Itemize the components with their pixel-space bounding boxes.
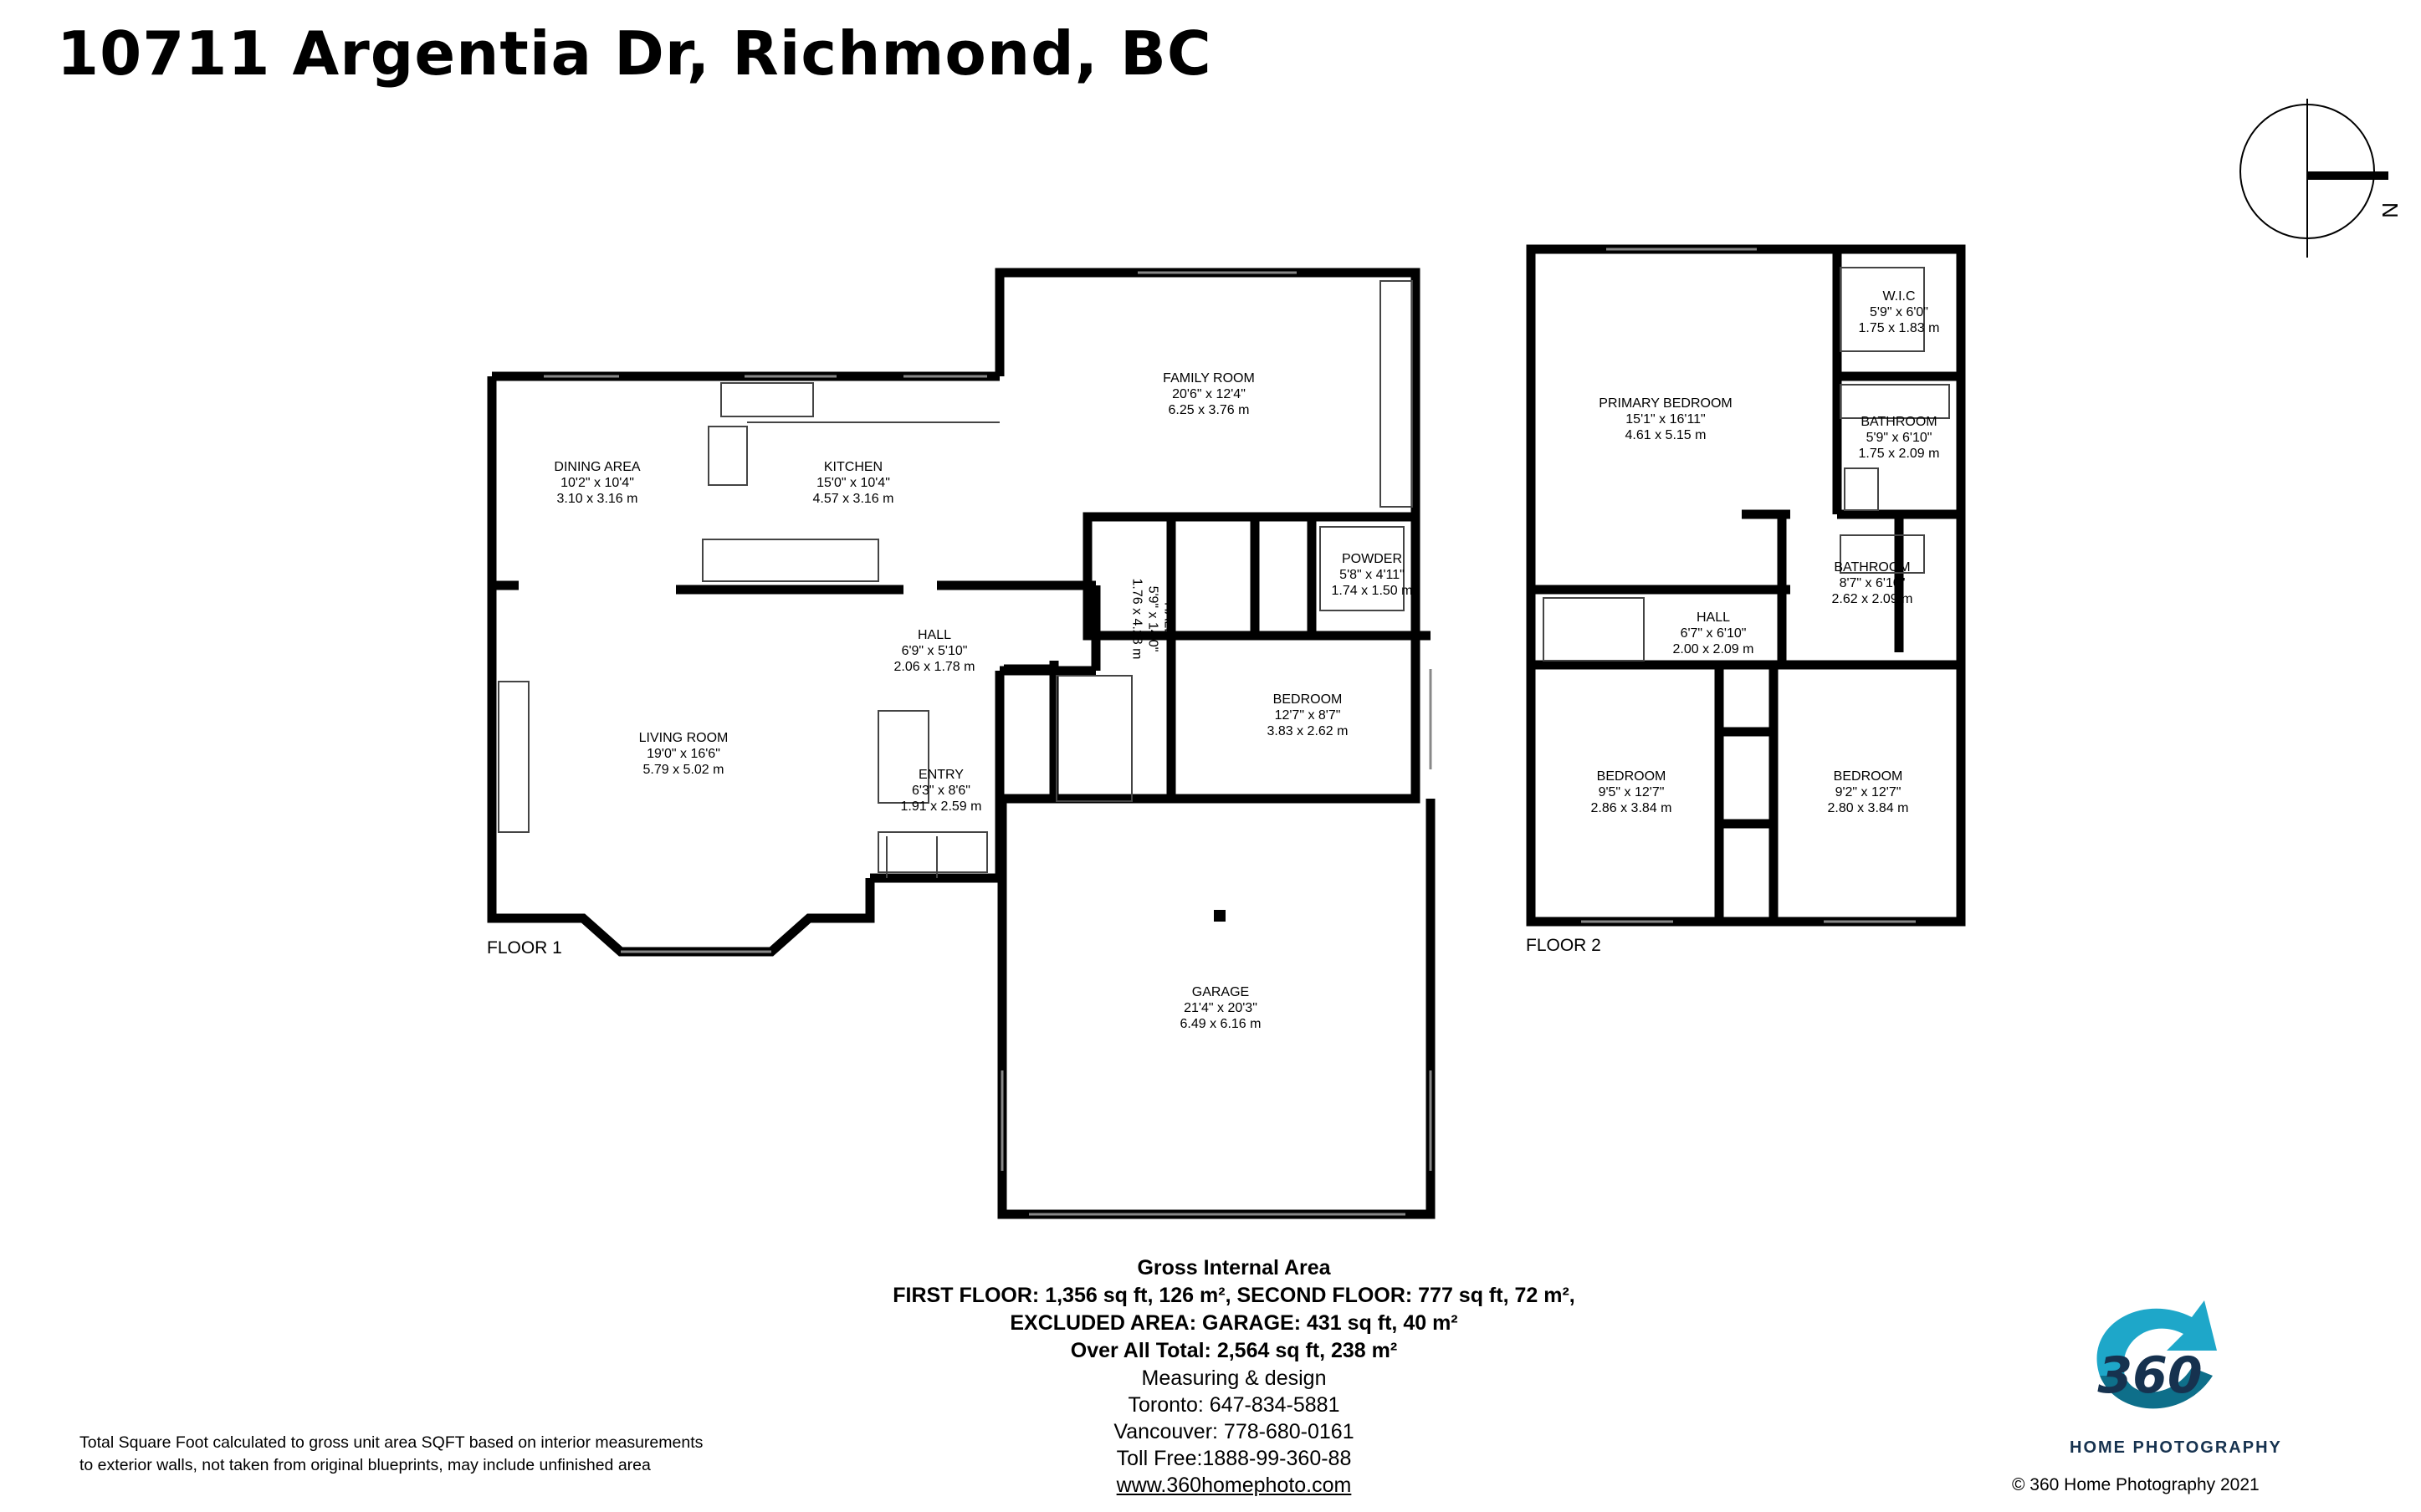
room-metric: 4.61 x 5.15 m <box>1625 428 1707 442</box>
room-bathroom-1: BATHROOM 5'9" x 6'10" 1.75 x 2.09 m <box>1859 414 1940 462</box>
floor1-fixtures <box>498 280 1413 878</box>
room-name: FAMILY ROOM <box>1163 371 1255 386</box>
room-name: HALL <box>917 628 952 642</box>
area-total: Over All Total: 2,564 sq ft, 238 m² <box>1070 1339 1398 1362</box>
room-metric: 1.76 x 4.28 m <box>1129 578 1144 660</box>
room-name: BEDROOM <box>1272 692 1343 707</box>
room-metric: 6.49 x 6.16 m <box>1180 1017 1262 1031</box>
phone-vancouver: Vancouver: 778-680-0161 <box>1113 1420 1354 1443</box>
room-primary-bedroom: PRIMARY BEDROOM 15'1" x 16'11" 4.61 x 5.… <box>1599 396 1732 443</box>
floor2-windows <box>1581 248 1916 923</box>
room-bedroom-3: BEDROOM 9'2" x 12'7" 2.80 x 3.84 m <box>1828 769 1909 816</box>
room-metric: 3.83 x 2.62 m <box>1267 724 1349 738</box>
room-imperial: 10'2" x 10'4" <box>560 476 634 490</box>
room-imperial: 21'4" x 20'3" <box>1184 1001 1257 1015</box>
room-metric: 5.79 x 5.02 m <box>642 763 724 777</box>
room-imperial: 8'7" x 6'10" <box>1839 576 1906 590</box>
room-metric: 4.57 x 3.16 m <box>812 492 894 506</box>
area-floors: FIRST FLOOR: 1,356 sq ft, 126 m², SECOND… <box>893 1284 1575 1307</box>
area-excluded: EXCLUDED AREA: GARAGE: 431 sq ft, 40 m² <box>1010 1311 1458 1335</box>
phone-toronto: Toronto: 647-834-5881 <box>1128 1393 1340 1417</box>
room-imperial: 6'3" x 8'6" <box>912 784 970 798</box>
room-powder: POWDER 5'8" x 4'11" 1.74 x 1.50 m <box>1332 551 1413 599</box>
room-metric: 2.00 x 2.09 m <box>1672 642 1754 656</box>
room-name: GARAGE <box>1191 985 1250 999</box>
room-entry: ENTRY 6'3" x 8'6" 1.91 x 2.59 m <box>901 767 982 815</box>
room-wic: W.I.C 5'9" x 6'0" 1.75 x 1.83 m <box>1859 289 1940 336</box>
room-name: DINING AREA <box>554 460 641 474</box>
room-garage: GARAGE 21'4" x 20'3" 6.49 x 6.16 m <box>1180 984 1262 1032</box>
measuring-design: Measuring & design <box>1141 1366 1327 1390</box>
page-title: 10711 Argentia Dr, Richmond, BC <box>57 18 1212 89</box>
room-bedroom-2: BEDROOM 9'5" x 12'7" 2.86 x 3.84 m <box>1591 769 1672 816</box>
compass-icon: N <box>2239 99 2403 258</box>
room-name: PRIMARY BEDROOM <box>1599 396 1733 411</box>
room-name: BATHROOM <box>1861 415 1937 429</box>
room-metric: 1.91 x 2.59 m <box>900 799 982 814</box>
room-name: LIVING ROOM <box>638 731 729 745</box>
phone-toll-free: Toll Free:1888-99-360-88 <box>1116 1447 1352 1470</box>
floor1-walls <box>487 268 1436 1219</box>
room-bathroom-2: BATHROOM 8'7" x 6'10" 2.62 x 2.09 m <box>1832 559 1913 607</box>
company-logo: 360 <box>2096 1300 2217 1409</box>
room-metric: 6.25 x 3.76 m <box>1168 403 1250 417</box>
room-hall-3: HALL 6'7" x 6'10" 2.00 x 2.09 m <box>1673 610 1754 657</box>
room-name: HALL <box>1696 610 1731 625</box>
room-name: HALL <box>1161 601 1176 636</box>
logo-brand-text: HOME PHOTOGRAPHY <box>2070 1438 2282 1457</box>
room-hall-1: HALL 6'9" x 5'10" 2.06 x 1.78 m <box>894 627 975 675</box>
floor2-label: FLOOR 2 <box>1526 936 1601 955</box>
room-imperial: 15'0" x 10'4" <box>816 476 890 490</box>
room-metric: 3.10 x 3.16 m <box>556 492 638 506</box>
room-name: BATHROOM <box>1834 560 1911 575</box>
room-name: KITCHEN <box>823 460 883 474</box>
room-kitchen: KITCHEN 15'0" x 10'4" 4.57 x 3.16 m <box>813 459 894 507</box>
floor1-label: FLOOR 1 <box>487 938 562 958</box>
room-metric: 1.75 x 2.09 m <box>1858 447 1940 461</box>
copyright-text: © 360 Home Photography 2021 <box>2012 1475 2260 1494</box>
room-imperial: 9'2" x 12'7" <box>1835 785 1901 799</box>
room-imperial: 20'6" x 12'4" <box>1172 387 1246 401</box>
room-imperial: 5'8" x 4'11" <box>1339 568 1405 582</box>
room-metric: 2.86 x 3.84 m <box>1590 801 1672 815</box>
room-living-room: LIVING ROOM 19'0" x 16'6" 5.79 x 5.02 m <box>639 730 729 778</box>
floor1-windows <box>544 271 1432 1216</box>
room-name: W.I.C <box>1882 289 1916 304</box>
area-heading: Gross Internal Area <box>1137 1256 1331 1280</box>
room-imperial: 15'1" x 16'11" <box>1625 412 1706 427</box>
room-dining-area: DINING AREA 10'2" x 10'4" 3.10 x 3.16 m <box>554 459 640 507</box>
room-imperial: 19'0" x 16'6" <box>647 747 720 761</box>
room-metric: 2.62 x 2.09 m <box>1831 592 1913 606</box>
website-link[interactable]: www.360homephoto.com <box>1116 1474 1352 1497</box>
room-metric: 1.74 x 1.50 m <box>1331 584 1413 598</box>
room-metric: 1.75 x 1.83 m <box>1858 321 1940 335</box>
compass-north-letter: N <box>2377 202 2403 218</box>
logo-number: 360 <box>2097 1346 2202 1405</box>
room-imperial: 9'5" x 12'7" <box>1598 785 1665 799</box>
room-imperial: 5'9" x 14'0" <box>1145 585 1160 652</box>
gross-internal-area: Gross Internal Area FIRST FLOOR: 1,356 s… <box>893 1254 1574 1499</box>
room-name: BEDROOM <box>1596 769 1666 784</box>
room-hall-2: HALL 5'9" x 14'0" 1.76 x 4.28 m <box>1129 579 1176 660</box>
room-imperial: 12'7" x 8'7" <box>1274 708 1341 723</box>
room-family-room: FAMILY ROOM 20'6" x 12'4" 6.25 x 3.76 m <box>1163 370 1255 418</box>
room-imperial: 5'9" x 6'0" <box>1870 305 1928 319</box>
room-imperial: 6'7" x 6'10" <box>1680 626 1747 641</box>
room-metric: 2.80 x 3.84 m <box>1827 801 1909 815</box>
room-imperial: 6'9" x 5'10" <box>901 644 968 658</box>
room-metric: 2.06 x 1.78 m <box>893 660 975 674</box>
room-name: POWDER <box>1341 552 1402 566</box>
room-name: BEDROOM <box>1833 769 1903 784</box>
disclaimer-text: Total Square Foot calculated to gross un… <box>79 1433 704 1474</box>
room-name: ENTRY <box>919 768 964 782</box>
floor1-center-marker <box>1214 910 1226 922</box>
room-bedroom-floor1: BEDROOM 12'7" x 8'7" 3.83 x 2.62 m <box>1267 692 1349 739</box>
room-imperial: 5'9" x 6'10" <box>1866 431 1932 445</box>
floor2-fixtures <box>1543 267 1950 662</box>
